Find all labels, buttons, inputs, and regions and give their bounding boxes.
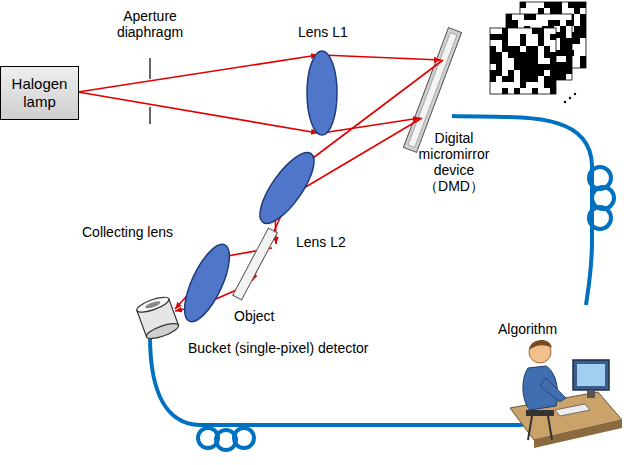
part-label: Lens L1 (298, 24, 368, 40)
aperture-blade (149, 58, 150, 79)
lens-l2 (251, 145, 324, 231)
bucket-detector (135, 294, 180, 341)
collecting-lens (176, 239, 239, 328)
part-label: Digital micromirror device （DMD） (408, 130, 500, 194)
part-label: Lens L2 (296, 234, 366, 250)
computer-operator (510, 340, 622, 448)
dmd-patterns (490, 2, 586, 103)
part-label: Collecting lens (82, 224, 192, 240)
signal-cable (150, 116, 614, 450)
part-label: Aperture diaphragm (108, 8, 192, 40)
part-label: Object (234, 308, 294, 324)
lens-l1 (307, 51, 337, 135)
light-ray (78, 55, 443, 311)
node-label: Halogen lamp (1, 71, 78, 115)
part-label: Algorithm (498, 321, 588, 337)
part-label: Bucket (single-pixel) detector (188, 340, 408, 356)
light-source-box: Halogen lamp (0, 66, 79, 120)
object-slide (233, 228, 278, 300)
aperture-blade (149, 107, 150, 124)
